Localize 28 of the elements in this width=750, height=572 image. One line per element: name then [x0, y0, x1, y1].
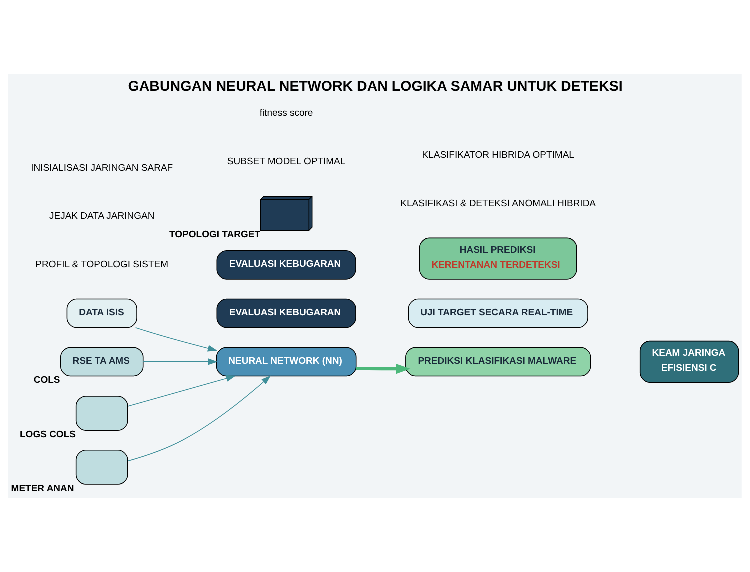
- node-label: TOPOLOGI TARGET: [170, 229, 261, 240]
- node-box: [76, 396, 128, 431]
- node-box: [76, 450, 128, 485]
- arrow: [128, 376, 271, 462]
- node-label: COLS: [34, 375, 60, 386]
- node-label: METER ANAN: [11, 483, 74, 494]
- node-box: UJI TARGET SECARA REAL-TIME: [408, 298, 588, 328]
- label: KLASIFIKATOR HIBRIDA OPTIMAL: [422, 150, 574, 162]
- label: INISIALISASI JARINGAN SARAF: [31, 162, 174, 174]
- arrow: [128, 375, 236, 407]
- node-box: PREDIKSI KLASIFIKASI MALWARE: [406, 347, 592, 377]
- node-label: LOGS COLS: [20, 429, 76, 440]
- node-box: DATA ISIS: [66, 298, 138, 328]
- label: PROFIL & TOPOLOGI SISTEM: [36, 260, 169, 271]
- node-box: HASIL PREDIKSI KERENTANAN TERDETEKSI: [419, 238, 578, 280]
- label: fitness score: [260, 108, 314, 120]
- arrow: [356, 364, 411, 374]
- node-box: RSE TA AMS: [60, 347, 144, 377]
- node-box: NEURAL NETWORK (NN): [216, 347, 357, 377]
- label: JEJAK DATA JARINGAN: [50, 211, 155, 222]
- diagram-title: GABUNGAN NEURAL NETWORK DAN LOGIKA SAMAR UNTUK DETEKSI: [128, 78, 623, 95]
- arrow: [135, 328, 218, 352]
- label: KLASIFIKASI & DETEKSI ANOMALI HIBRIDA: [400, 198, 596, 210]
- node-box: EVALUASI KEBUGARAN: [216, 250, 356, 280]
- node-box: KEAM JARINGA EFISIENSI C: [640, 340, 740, 383]
- label: SUBSET MODEL OPTIMAL: [227, 156, 346, 168]
- arrow: [143, 358, 218, 366]
- node-box: EVALUASI KEBUGARAN: [216, 298, 356, 328]
